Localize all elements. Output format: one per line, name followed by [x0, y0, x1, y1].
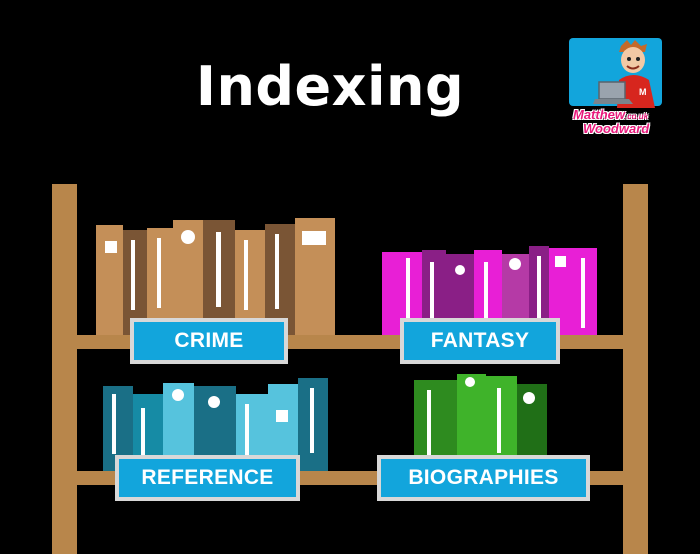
laptop-icon: [593, 80, 633, 106]
biographies-label: BIOGRAPHIES: [377, 455, 590, 501]
brand-logo: M Matthew.co.uk Woodward: [569, 38, 665, 138]
crime-label: CRIME: [130, 318, 288, 364]
svg-text:M: M: [639, 87, 647, 97]
logo-name-line2: Woodward: [583, 122, 649, 135]
left-post: [52, 184, 77, 554]
fantasy-label: FANTASY: [400, 318, 560, 364]
page-title: Indexing: [0, 52, 660, 122]
right-post: [623, 184, 648, 554]
reference-label: REFERENCE: [115, 455, 300, 501]
